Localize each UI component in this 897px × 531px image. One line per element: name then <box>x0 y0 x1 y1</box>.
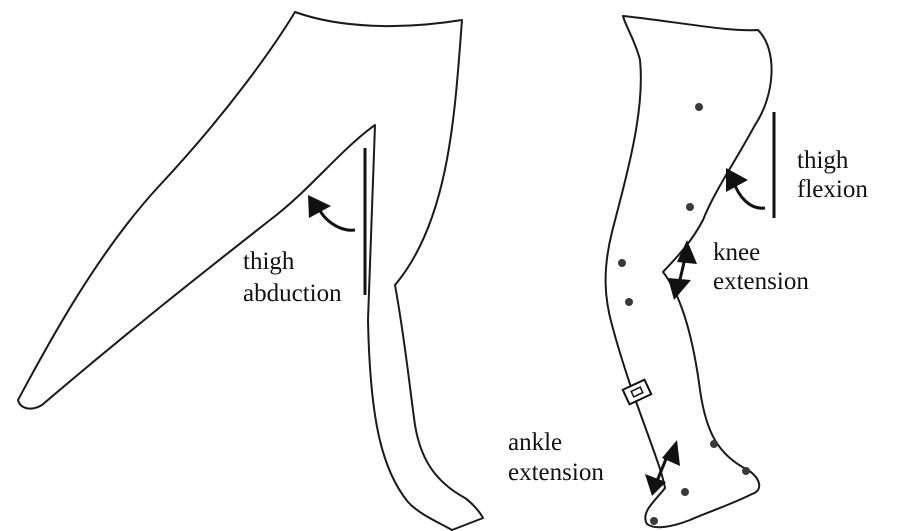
thigh-abduction-label-line1: thigh <box>243 249 294 274</box>
marker-dot-icon <box>742 467 750 475</box>
marker-dot-icon <box>650 517 658 525</box>
ankle-double-arrow <box>645 440 680 496</box>
thigh-flexion-label-line1: thigh <box>797 148 848 173</box>
thigh-flexion-label-line2: flexion <box>797 177 868 202</box>
knee-extension-label-line2: extension <box>713 269 809 294</box>
ankle-extension-label-line1: ankle <box>508 430 562 455</box>
sensor-box-icon <box>623 380 652 405</box>
double-headed-arrow-icon <box>668 278 691 300</box>
marker-dot-icon <box>710 440 718 448</box>
marker-dot-icon <box>681 488 689 496</box>
thigh-abduction-label-line2: abduction <box>243 281 342 306</box>
marker-dot-icon <box>695 103 703 111</box>
marker-dot-icon <box>686 203 694 211</box>
marker-dot-icon <box>618 259 626 267</box>
ankle-extension-label-line2: extension <box>508 460 604 485</box>
curved-arrow-icon <box>308 195 331 218</box>
marker-dot-icon <box>625 298 633 306</box>
knee-extension-label-line1: knee <box>713 240 760 265</box>
flexion-arrow-shaft <box>734 182 765 208</box>
